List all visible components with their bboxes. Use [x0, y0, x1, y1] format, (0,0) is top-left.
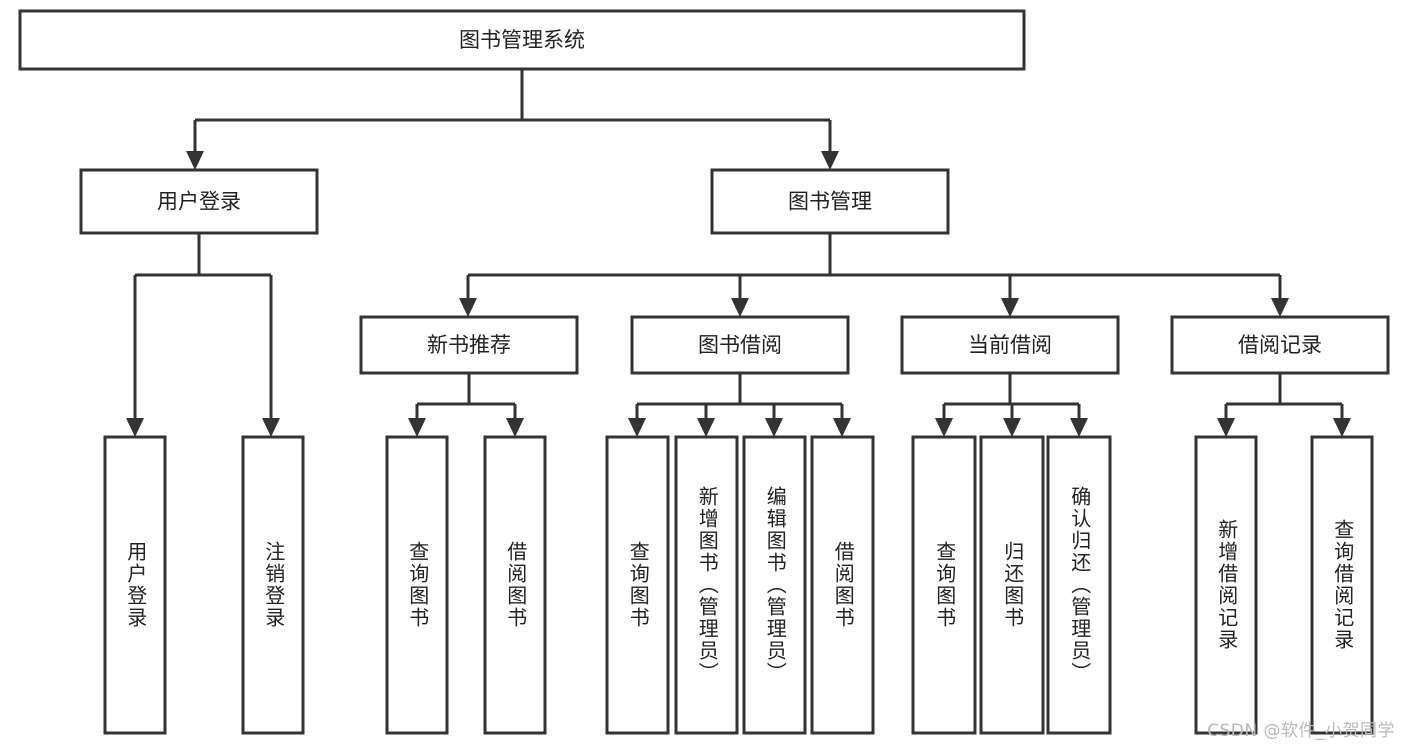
arrow-head-icon	[697, 418, 715, 437]
arrow-head-icon	[1001, 298, 1019, 317]
arrow-head-icon	[408, 418, 426, 437]
node-box-leaf-query-book-cb[interactable]	[911, 435, 977, 735]
arrow-head-icon	[1271, 298, 1289, 317]
node-box-leaf-borrow-book-bb[interactable]	[810, 435, 875, 735]
watermark-text: CSDN @软件_小贺同学	[1207, 721, 1395, 741]
node-box-book-manage[interactable]	[710, 168, 950, 235]
node-label-book-borrow: 图书借阅	[698, 333, 782, 357]
node-label-user-login: 用户登录	[157, 190, 241, 214]
arrow-head-icon	[1217, 418, 1235, 437]
node-box-leaf-add-borrow-record[interactable]	[1194, 435, 1258, 735]
arrow-head-icon	[821, 151, 839, 170]
arrow-head-icon	[628, 418, 646, 437]
node-label-new-book-recommend: 新书推荐	[427, 333, 511, 357]
arrow-head-icon	[126, 418, 144, 437]
node-box-root[interactable]	[18, 9, 1026, 71]
arrow-head-layer	[126, 151, 1351, 437]
arrow-head-icon	[1333, 418, 1351, 437]
arrow-head-icon	[506, 418, 524, 437]
node-box-leaf-user-logout[interactable]	[241, 435, 305, 735]
node-box-leaf-confirm-return[interactable]	[1046, 435, 1112, 735]
node-box-leaf-query-book-bb[interactable]	[605, 435, 670, 735]
node-box-borrow-record[interactable]	[1170, 315, 1390, 375]
arrow-head-icon	[262, 418, 280, 437]
arrow-head-icon	[186, 151, 204, 170]
arrow-head-icon	[459, 298, 477, 317]
node-label-borrow-record: 借阅记录	[1238, 333, 1322, 357]
arrow-head-icon	[935, 418, 953, 437]
arrow-head-icon	[765, 418, 783, 437]
node-box-leaf-edit-book[interactable]	[742, 435, 807, 735]
node-box-new-book-recommend[interactable]	[359, 315, 579, 375]
node-box-user-login[interactable]	[79, 168, 319, 235]
connector-layer	[133, 69, 1344, 419]
arrow-head-icon	[731, 298, 749, 317]
node-label-book-manage: 图书管理	[788, 190, 872, 214]
node-box-leaf-query-book-nbr[interactable]	[385, 435, 449, 735]
node-box-book-borrow[interactable]	[630, 315, 850, 375]
arrow-head-icon	[1070, 418, 1088, 437]
node-box-leaf-return-book[interactable]	[979, 435, 1045, 735]
node-box-layer	[18, 9, 1390, 735]
node-box-leaf-user-login[interactable]	[103, 435, 167, 735]
node-box-leaf-add-book[interactable]	[674, 435, 739, 735]
arrow-head-icon	[1003, 418, 1021, 437]
node-label-root: 图书管理系统	[459, 28, 585, 52]
node-box-leaf-borrow-book-nbr[interactable]	[483, 435, 547, 735]
node-box-leaf-query-borrow-record[interactable]	[1310, 435, 1374, 735]
node-label-current-borrow: 当前借阅	[968, 333, 1052, 357]
node-box-current-borrow[interactable]	[900, 315, 1120, 375]
arrow-head-icon	[833, 418, 851, 437]
